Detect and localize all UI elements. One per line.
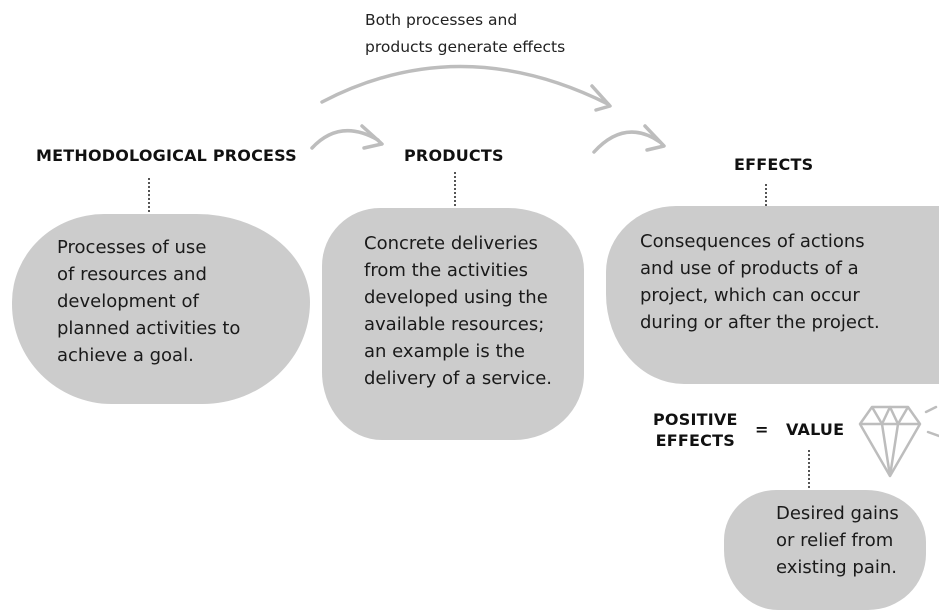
big-arc-arrow: [320, 64, 610, 106]
positive-label-line: EFFECTS: [655, 431, 735, 450]
sparkle-lines: [924, 405, 939, 438]
desc-line: achieve a goal.: [57, 345, 194, 366]
desc-line: and use of products of a: [640, 258, 859, 279]
desc-line: existing pain.: [776, 557, 897, 578]
desc-line: during or after the project.: [640, 312, 880, 333]
desc-line: Desired gains: [776, 503, 899, 524]
products-description: Concrete deliveries from the activities …: [364, 230, 574, 392]
dotted-connector: [765, 184, 767, 226]
effects-bubble: [606, 206, 939, 384]
desc-line: available resources;: [364, 314, 545, 335]
desc-line: Concrete deliveries: [364, 233, 538, 254]
desc-line: an example is the: [364, 341, 525, 362]
products-bubble: [322, 208, 584, 440]
effects-note-line-2: products generate effects: [365, 38, 566, 56]
desc-line: of resources and: [57, 264, 207, 285]
desc-line: delivery of a service.: [364, 368, 553, 389]
methodological-process-description: Processes of use of resources and develo…: [57, 234, 297, 369]
desc-line: Processes of use: [57, 237, 207, 258]
heading-methodological-process: METHODOLOGICAL PROCESS: [36, 146, 297, 165]
desc-line: from the activities: [364, 260, 529, 281]
arrow-process-to-products-head: [360, 124, 384, 150]
value-description: Desired gains or relief from existing pa…: [776, 500, 926, 581]
desc-line: developed using the: [364, 287, 548, 308]
positive-label-line: POSITIVE: [653, 410, 738, 429]
value-bubble: [724, 490, 926, 610]
dotted-connector: [454, 172, 456, 218]
desc-line: or relief from: [776, 530, 894, 551]
desc-line: Consequences of actions: [640, 231, 865, 252]
dotted-connector: [808, 450, 810, 496]
desc-line: development of: [57, 291, 199, 312]
effects-note-line-1: Both processes and: [365, 11, 518, 29]
desc-line: project, which can occur: [640, 285, 860, 306]
equals-sign: =: [755, 420, 769, 439]
effects-description: Consequences of actions and use of produ…: [640, 228, 939, 336]
effects-note: Both processes and products generate eff…: [365, 7, 645, 61]
value-label: VALUE: [786, 420, 845, 439]
diamond-icon: [858, 405, 922, 478]
dotted-connector: [148, 178, 150, 220]
heading-effects: EFFECTS: [734, 155, 814, 174]
positive-effects-label: POSITIVE EFFECTS: [653, 409, 738, 451]
heading-products: PRODUCTS: [404, 146, 504, 165]
desc-line: planned activities to: [57, 318, 241, 339]
methodological-process-bubble: [12, 214, 310, 404]
arrow-products-to-effects: [592, 130, 662, 154]
big-arc-arrowhead: [590, 84, 612, 112]
arrow-products-to-effects-head: [643, 124, 666, 152]
